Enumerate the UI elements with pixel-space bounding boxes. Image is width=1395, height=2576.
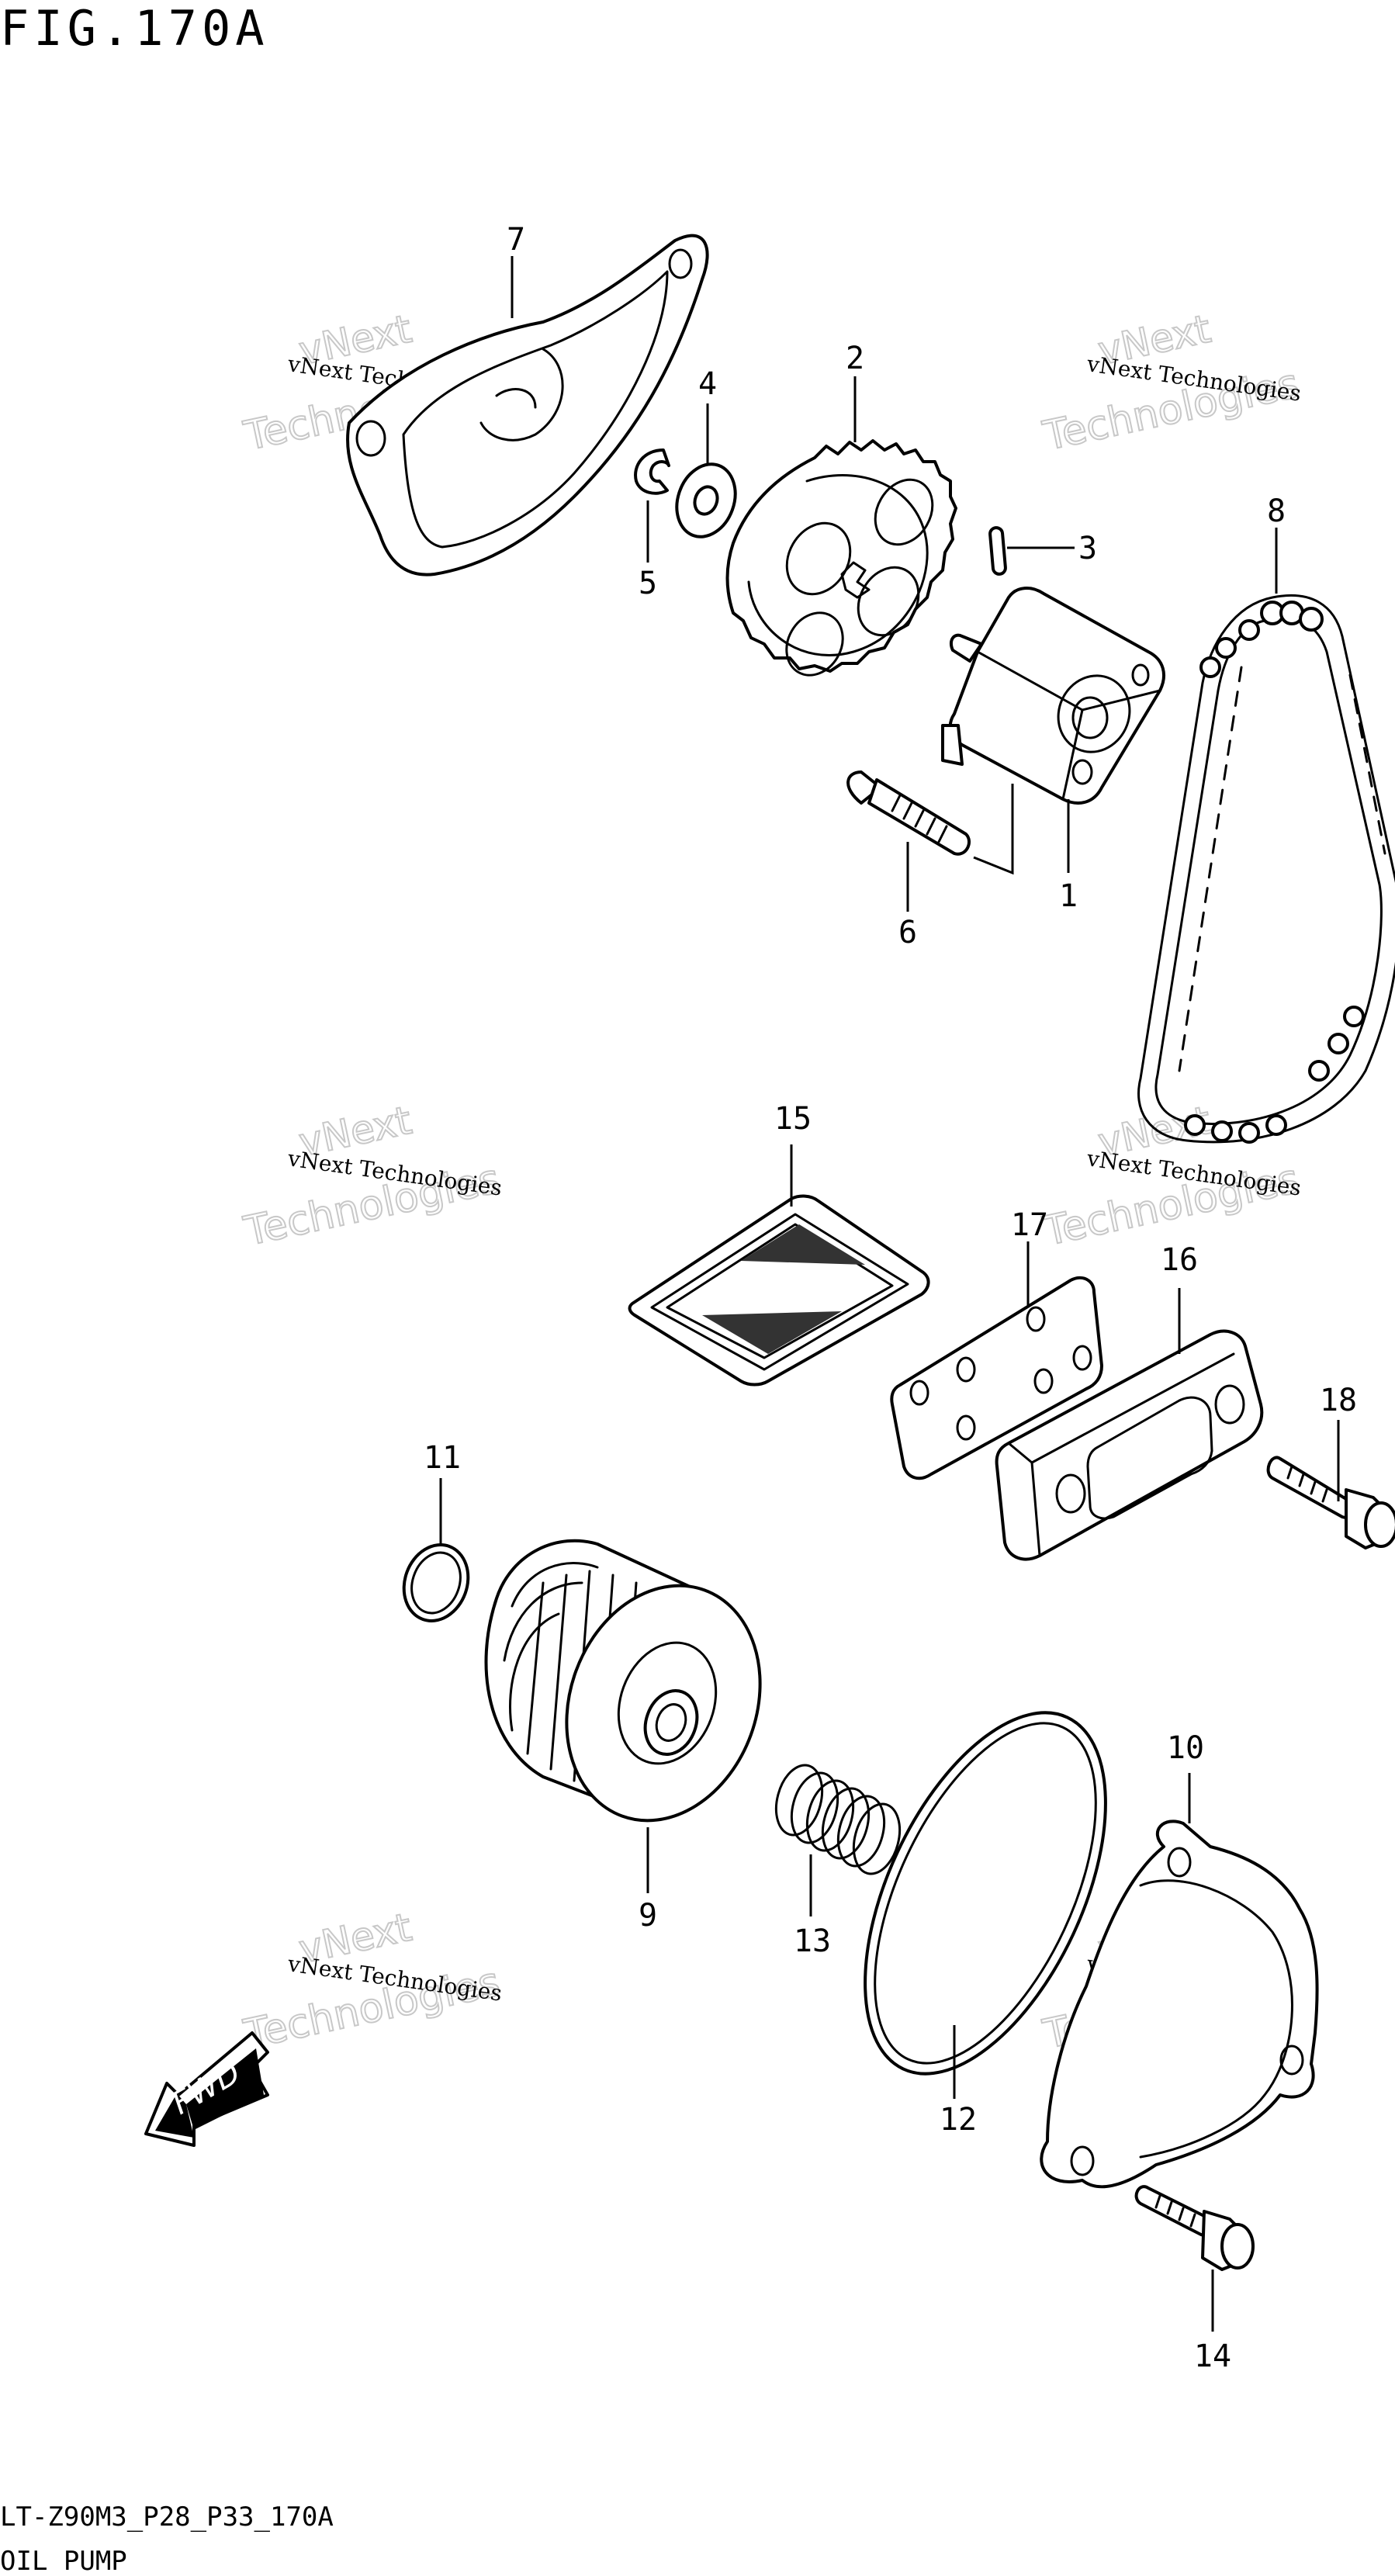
callout-12: 12: [940, 2102, 977, 2138]
callout-17: 17: [1011, 1207, 1048, 1243]
callout-6: 6: [898, 915, 917, 950]
figure-title: FIG.170A: [0, 0, 269, 57]
callout-16: 16: [1161, 1242, 1198, 1278]
watermark-top-right: vNext Technologies vNext Technologies: [1038, 306, 1303, 461]
watermark-bottom-left: vNext Technologies vNext Technologies: [239, 1904, 504, 2059]
part-10-filter-cap: [1040, 1819, 1319, 2189]
callout-5: 5: [639, 566, 657, 601]
callout-8: 8: [1267, 493, 1286, 529]
part-14-bolt: [1134, 2185, 1255, 2271]
part-11-o-ring: [402, 1543, 470, 1622]
part-5-circlip: [634, 448, 670, 495]
fwd-arrow: FWD: [144, 2031, 269, 2147]
part-1-oil-pump: [941, 587, 1165, 805]
callout-11: 11: [424, 1440, 461, 1476]
callout-4: 4: [698, 366, 717, 402]
part-18-bolt: [1266, 1456, 1395, 1549]
part-7-pump-cover: [346, 234, 709, 576]
part-9-oil-filter: [484, 1539, 762, 1823]
model-code: LT-Z90M3_P28_P33_170A: [0, 2502, 334, 2533]
part-2-driven-gear: [725, 439, 957, 677]
callout-2: 2: [846, 341, 864, 376]
callout-10: 10: [1167, 1730, 1204, 1766]
callout-1: 1: [1059, 878, 1078, 914]
callout-3: 3: [1078, 531, 1097, 566]
callout-15: 15: [774, 1101, 812, 1137]
section-name: OIL PUMP: [0, 2546, 127, 2576]
callout-14: 14: [1194, 2339, 1231, 2374]
leader-lines: [439, 256, 1340, 2332]
part-6-screw: [846, 770, 971, 856]
callout-13: 13: [794, 1923, 831, 1959]
part-13-spring: [774, 1764, 902, 1875]
part-15-strainer: [628, 1194, 930, 1387]
part-4-washer: [675, 462, 737, 538]
part-16-plate: [995, 1329, 1264, 1561]
watermark-mid-left: vNext Technologies vNext Technologies: [239, 1097, 504, 1256]
part-12-o-ring-large: [864, 1711, 1107, 2076]
callout-9: 9: [639, 1898, 657, 1934]
part-3-pin: [988, 526, 1007, 576]
callout-labels: 1 2 3 4 5 6 7 8 9 10 11 12 13 14 15 16 1…: [424, 222, 1357, 2374]
part-17-gasket: [890, 1276, 1103, 1480]
part-8-chain: [1137, 594, 1395, 1144]
watermark-mid-right: vNext Technologies vNext Technologies: [1038, 1097, 1303, 1256]
callout-18: 18: [1320, 1383, 1357, 1418]
callout-7: 7: [507, 222, 525, 258]
